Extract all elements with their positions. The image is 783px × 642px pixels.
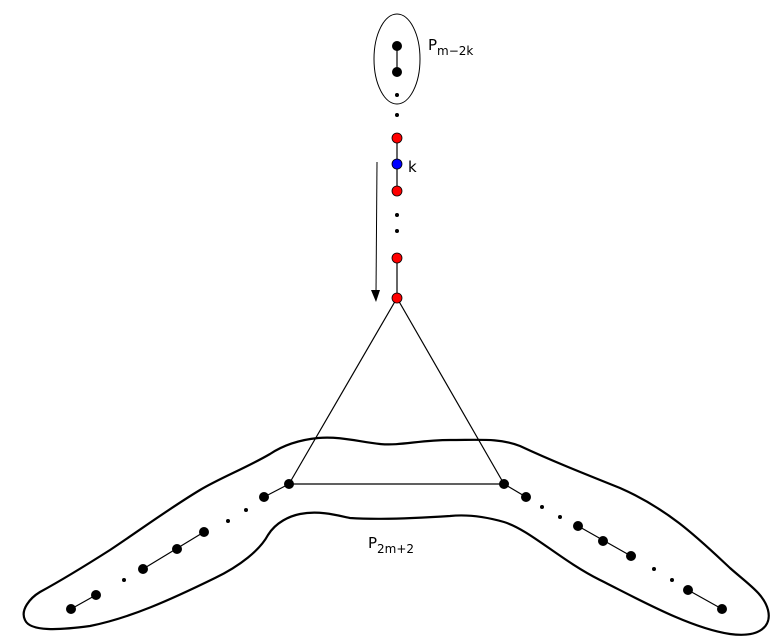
arrow-shaft: [375, 161, 378, 295]
vertex-red-apex: [391, 292, 403, 304]
top-set-ellipse: [373, 13, 421, 105]
ellipsis-dot: [395, 93, 399, 97]
triangle-edge-left: [288, 297, 398, 485]
ellipsis-dot: [670, 578, 674, 582]
vertex-bottom: [598, 536, 608, 546]
vertex-bottom: [683, 585, 693, 595]
vertex-red: [391, 185, 403, 197]
arrow-head: [371, 290, 380, 302]
vertex-triangle-right: [499, 479, 509, 489]
vertex-bottom: [626, 551, 636, 561]
vertex-bottom: [138, 564, 148, 574]
vertex-top-2: [392, 67, 402, 77]
ellipsis-dot: [540, 505, 544, 509]
bottom-path-edge: [687, 589, 723, 610]
vertex-triangle-left: [284, 479, 294, 489]
ellipsis-dot: [244, 508, 248, 512]
vertex-bottom: [259, 492, 269, 502]
top-set-label: Pm−2k: [428, 36, 473, 58]
vertex-red: [391, 252, 403, 264]
triangle-edge-right: [396, 297, 505, 485]
vertex-blue-k: [391, 158, 403, 170]
bottom-set-label: P2m+2: [368, 534, 414, 556]
bottom-set-blob: [22, 436, 770, 636]
ellipsis-dot: [395, 113, 399, 117]
vertex-bottom: [172, 544, 182, 554]
ellipsis-dot: [652, 567, 656, 571]
vertex-top-1: [392, 41, 402, 51]
ellipsis-dot: [558, 515, 562, 519]
vertex-bottom: [199, 527, 209, 537]
vertex-red: [391, 132, 403, 144]
vertex-bottom: [66, 604, 76, 614]
vertex-k-label: k: [408, 158, 417, 176]
ellipsis-dot: [395, 213, 399, 217]
ellipsis-dot: [395, 229, 399, 233]
vertex-bottom: [91, 590, 101, 600]
vertex-bottom: [717, 604, 727, 614]
vertex-bottom: [573, 521, 583, 531]
ellipsis-dot: [226, 519, 230, 523]
vertex-bottom: [521, 492, 531, 502]
ellipsis-dot: [122, 578, 126, 582]
